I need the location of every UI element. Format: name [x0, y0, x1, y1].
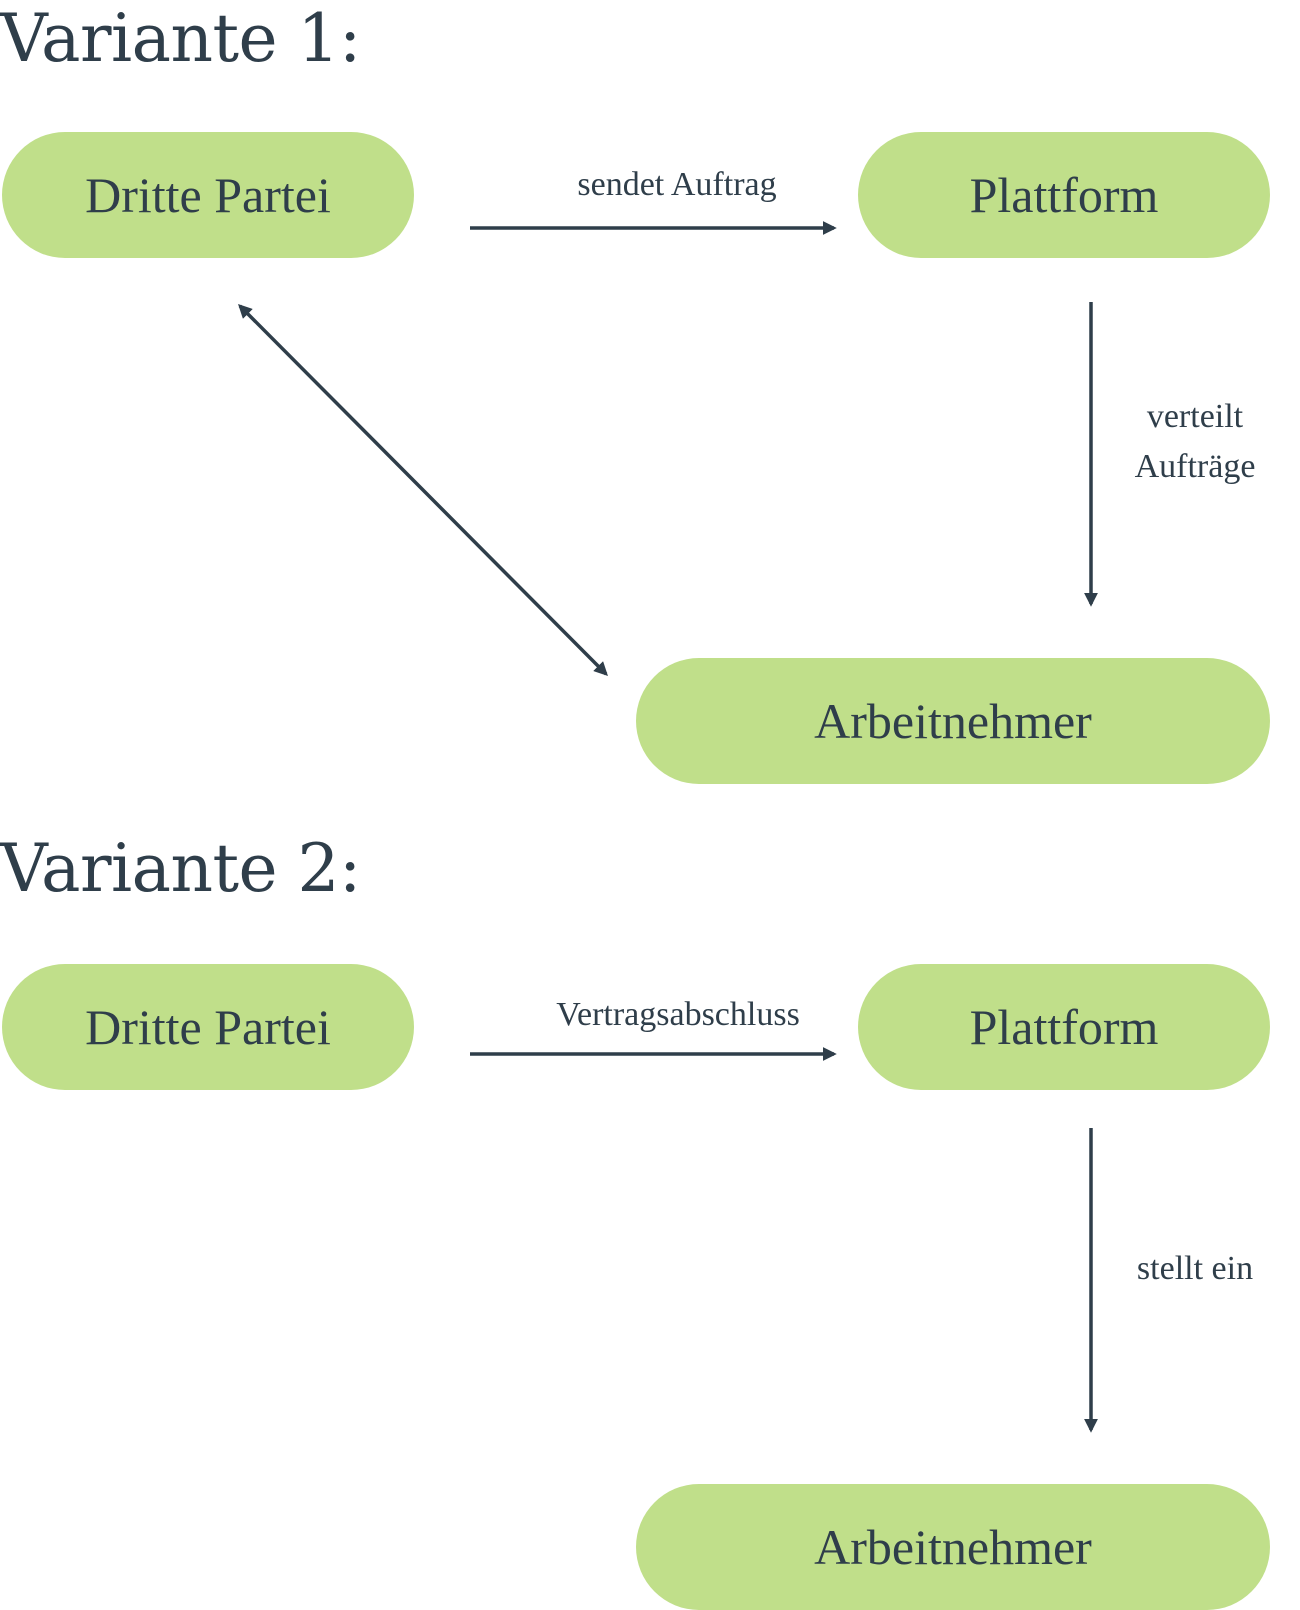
- variant-1-node-worker: Arbeitnehmer: [636, 658, 1270, 784]
- edge-label-line: verteilt: [1146, 398, 1244, 435]
- edge-label-line: Aufträge: [1134, 448, 1256, 485]
- node-label: Dritte Partei: [85, 999, 331, 1055]
- variant-2-edge-label-hires: stellt ein: [1136, 1250, 1254, 1287]
- node-label: Plattform: [969, 167, 1159, 223]
- variant-2-node-worker: Arbeitnehmer: [636, 1484, 1270, 1610]
- node-label: Arbeitnehmer: [814, 693, 1092, 749]
- variant-1-edge-label-sends-order: sendet Auftrag: [577, 166, 777, 203]
- variant-1-title: Variante 1:: [0, 0, 361, 77]
- variant-2-edge-label-contract: Vertragsabschluss: [556, 996, 800, 1033]
- variant-1-node-platform: Plattform: [858, 132, 1270, 258]
- variant-1-edge-label-distributes-orders: verteilt Aufträge: [1110, 392, 1280, 492]
- node-label: Arbeitnehmer: [814, 1519, 1092, 1575]
- variant-1-node-third-party: Dritte Partei: [2, 132, 414, 258]
- variant-1-arrow-third-party-worker-bidirectional: [238, 304, 608, 676]
- variant-2-node-third-party: Dritte Partei: [2, 964, 414, 1090]
- node-label: Plattform: [969, 999, 1159, 1055]
- variant-2-title: Variante 2:: [0, 830, 361, 907]
- node-label: Dritte Partei: [85, 167, 331, 223]
- variant-2-node-platform: Plattform: [858, 964, 1270, 1090]
